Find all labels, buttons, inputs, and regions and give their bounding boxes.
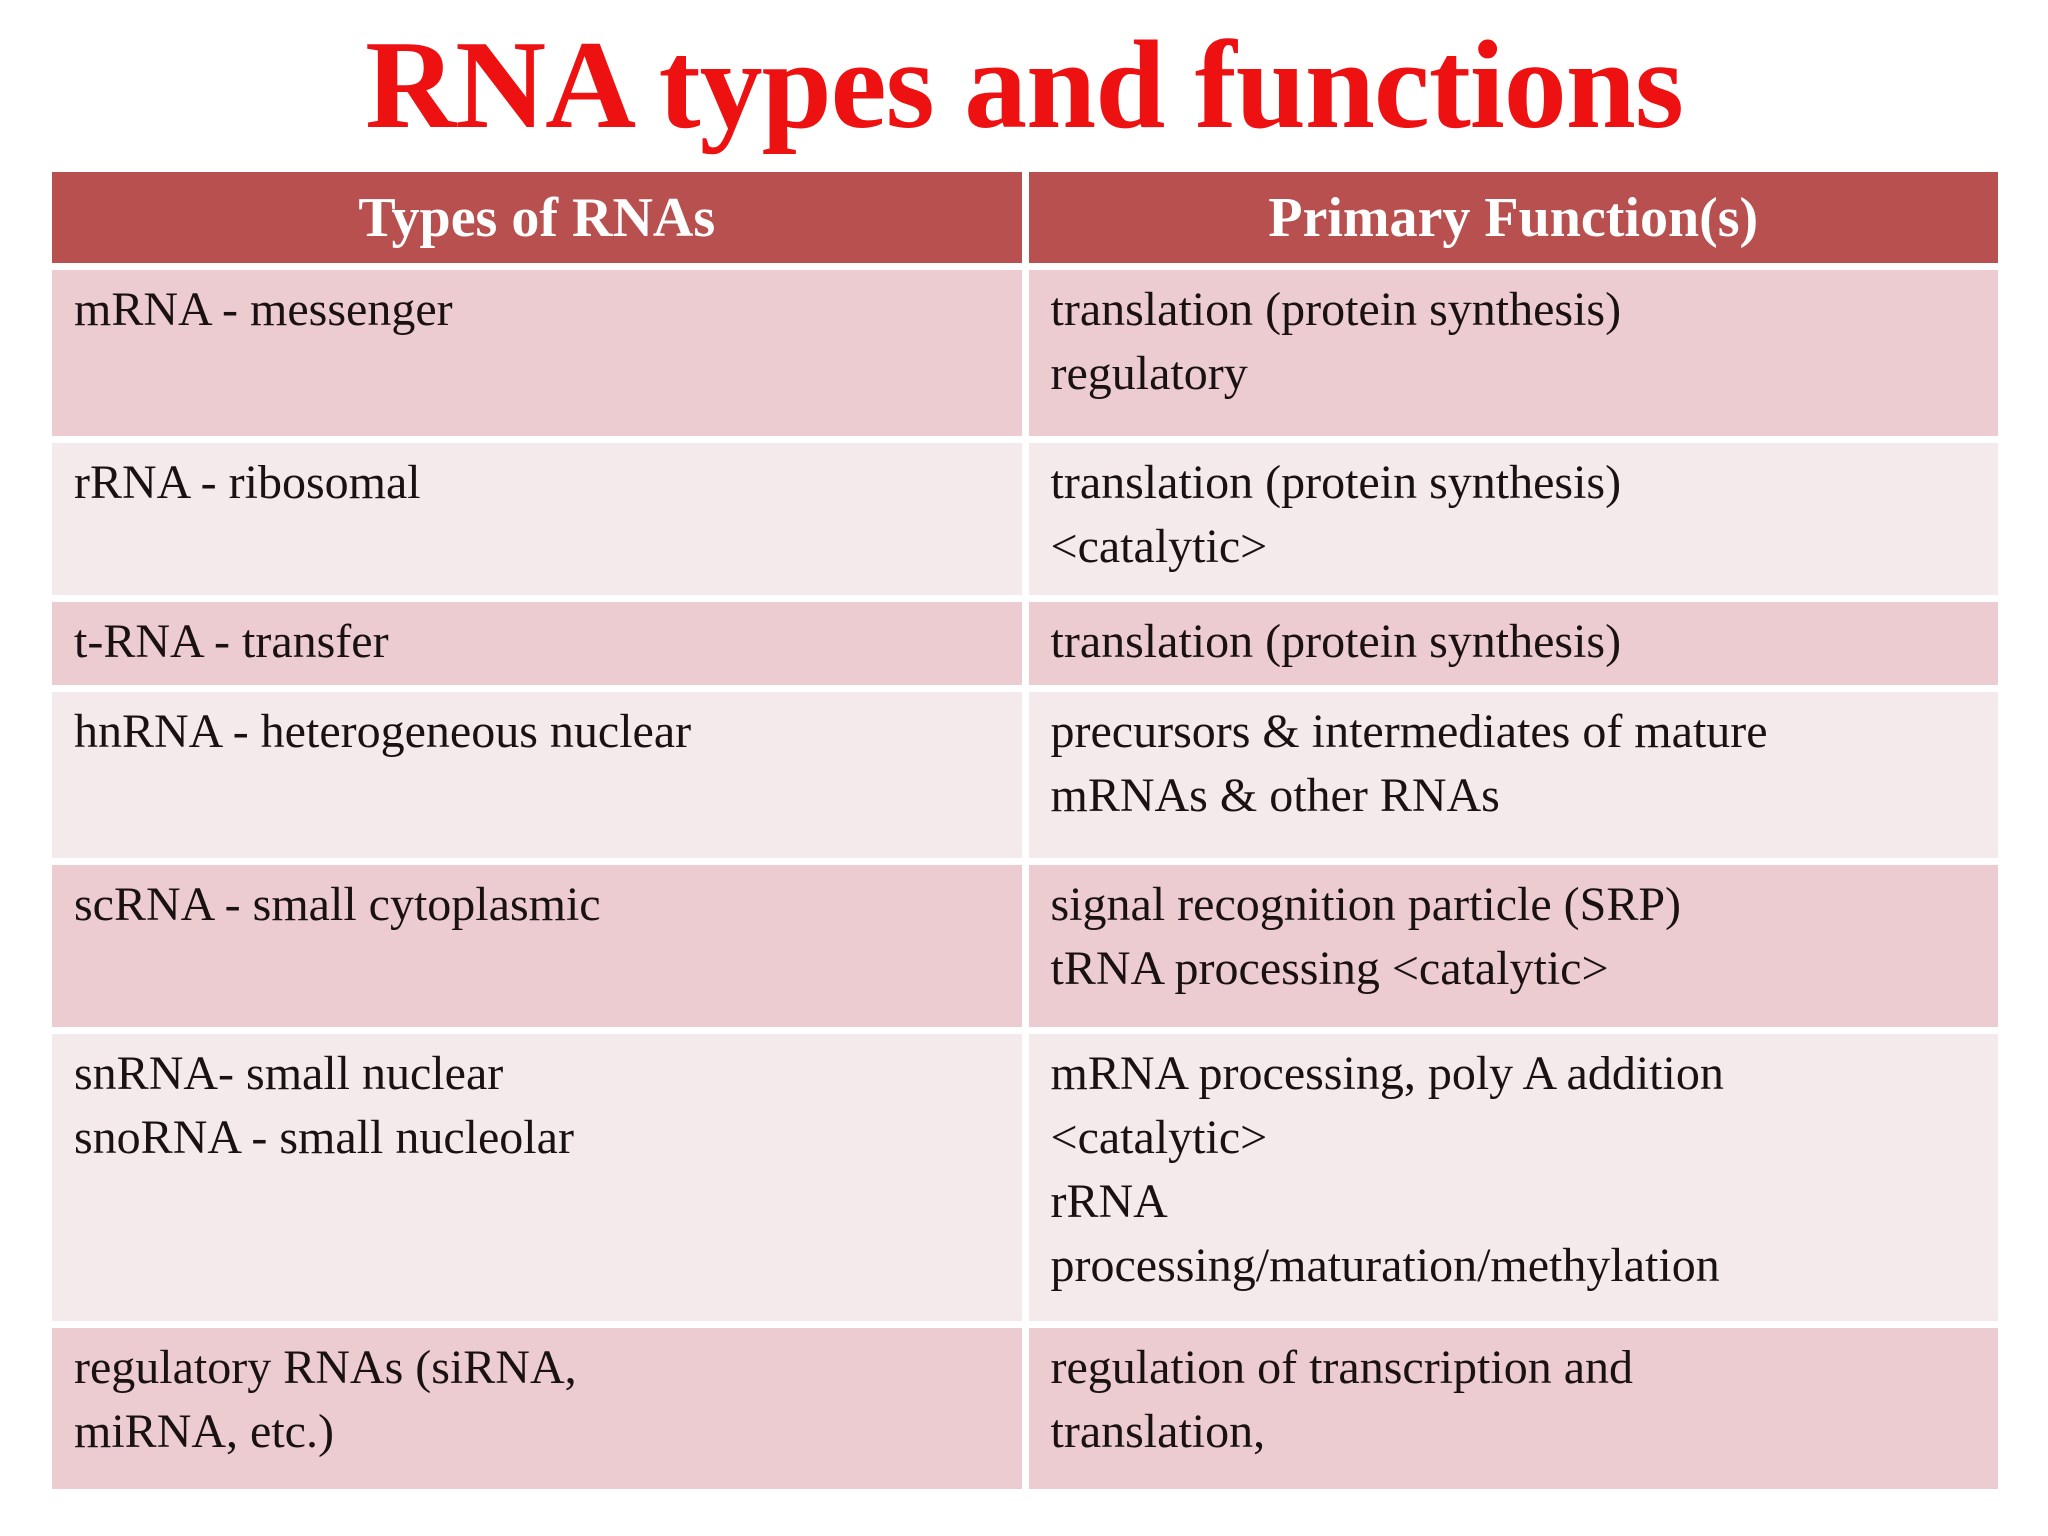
column-header-functions: Primary Function(s)	[1028, 172, 1998, 263]
rna-types-table: Types of RNAs Primary Function(s) mRNA -…	[45, 165, 2005, 1496]
table-row: t-RNA - transfer translation (protein sy…	[52, 602, 1998, 685]
cell-rna-type: t-RNA - transfer	[52, 602, 1022, 685]
slide-title: RNA types and functions	[365, 16, 1684, 155]
table-row: scRNA - small cytoplasmic signal recogni…	[52, 865, 1998, 1027]
cell-rna-function: precursors & intermediates of mature mRN…	[1028, 692, 1998, 858]
cell-rna-function: mRNA processing, poly A addition <cataly…	[1028, 1034, 1998, 1321]
cell-rna-type: hnRNA - heterogeneous nuclear	[52, 692, 1022, 858]
cell-rna-type: regulatory RNAs (siRNA, miRNA, etc.)	[52, 1328, 1022, 1489]
column-header-types: Types of RNAs	[52, 172, 1022, 263]
cell-rna-function: translation (protein synthesis)	[1028, 602, 1998, 685]
table-row: mRNA - messenger translation (protein sy…	[52, 270, 1998, 436]
cell-rna-function: signal recognition particle (SRP) tRNA p…	[1028, 865, 1998, 1027]
cell-rna-type: snRNA- small nuclear snoRNA - small nucl…	[52, 1034, 1022, 1321]
cell-rna-function: translation (protein synthesis) regulato…	[1028, 270, 1998, 436]
table-row: snRNA- small nuclear snoRNA - small nucl…	[52, 1034, 1998, 1321]
cell-rna-function: translation (protein synthesis) <catalyt…	[1028, 443, 1998, 595]
cell-rna-type: scRNA - small cytoplasmic	[52, 865, 1022, 1027]
table-row: rRNA - ribosomal translation (protein sy…	[52, 443, 1998, 595]
cell-rna-type: rRNA - ribosomal	[52, 443, 1022, 595]
cell-rna-function: regulation of transcription and translat…	[1028, 1328, 1998, 1489]
table-row: regulatory RNAs (siRNA, miRNA, etc.) reg…	[52, 1328, 1998, 1489]
table-header-row: Types of RNAs Primary Function(s)	[52, 172, 1998, 263]
cell-rna-type: mRNA - messenger	[52, 270, 1022, 436]
table-row: hnRNA - heterogeneous nuclear precursors…	[52, 692, 1998, 858]
